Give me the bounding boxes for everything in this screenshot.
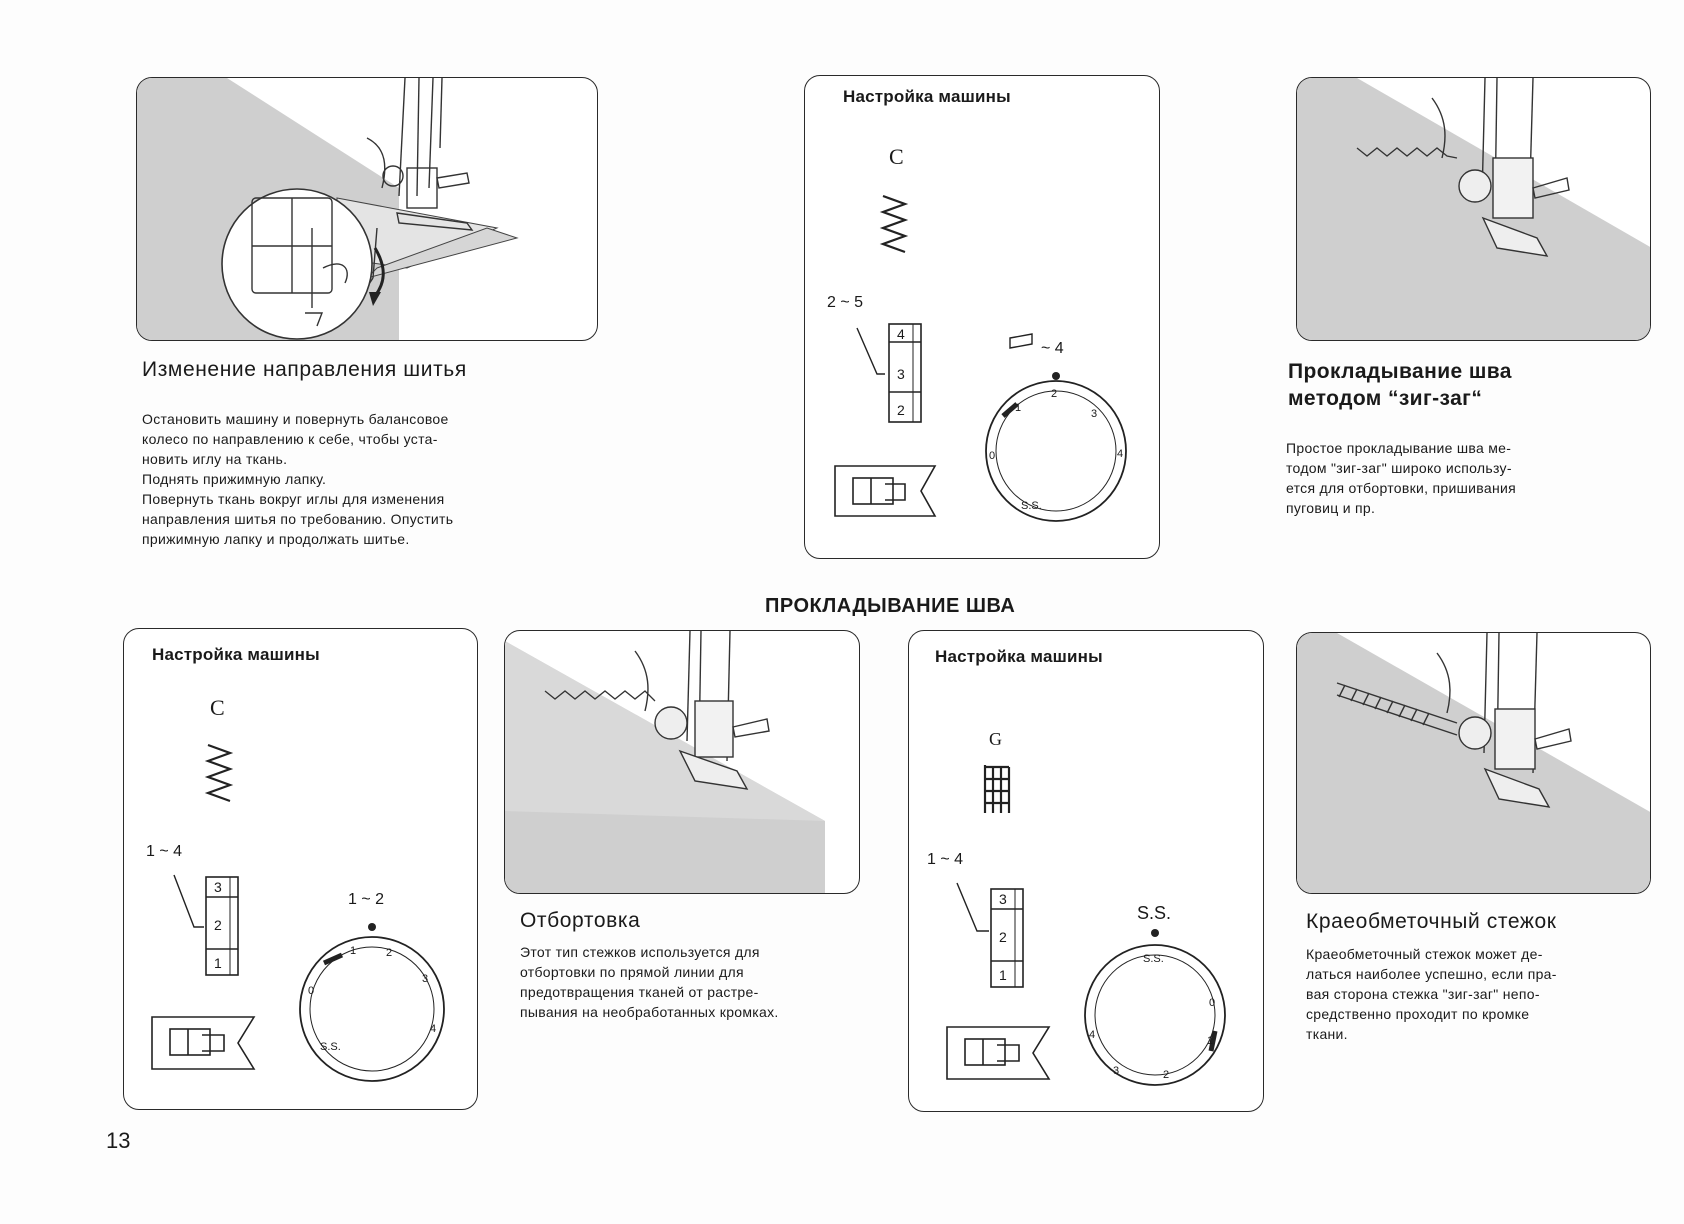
dial-mark-4: 4: [1089, 1029, 1096, 1041]
page-number: 13: [106, 1128, 131, 1153]
heading-zigzag-seam-line2: методом “зиг-заг“: [1288, 387, 1483, 410]
dial-mark-0: 0: [989, 450, 996, 462]
dial-mark-1: 1: [350, 945, 357, 957]
dial-mark-1: 1: [1015, 402, 1022, 414]
width-range-label: 1 ~ 4: [146, 843, 183, 860]
dial-mark-2: 2: [1163, 1069, 1170, 1081]
width-scale-3: 3: [999, 891, 1007, 907]
zigzag-pattern-icon: [204, 743, 234, 803]
illustration-changing-direction: [136, 77, 598, 341]
pattern-letter: G: [989, 729, 1002, 749]
sewing-machine-edging-drawing: [505, 631, 825, 893]
width-scale-3: 3: [897, 366, 905, 382]
dial-mark-0: 0: [308, 985, 315, 997]
stitch-length-dial-icon: [1084, 944, 1226, 1086]
setting-title: Настройка машины: [935, 647, 1103, 666]
illustration-zigzag-seam: [1296, 77, 1651, 341]
width-scale-3: 3: [214, 879, 222, 895]
width-scale-2: 2: [999, 929, 1007, 945]
heading-edging: Отбортовка: [520, 909, 641, 932]
width-scale-1: 1: [214, 955, 222, 971]
section-title: ПРОКЛАДЫВАНИЕ ШВА: [765, 595, 1016, 617]
heading-overcast-stitch: Краеобметочный стежок: [1306, 910, 1557, 933]
machine-setting-panel-top: Настройка машины C 2 ~ 5 ~ 4 4 3 2 0 1 2…: [804, 75, 1160, 559]
length-bar-icon: [1009, 333, 1033, 349]
paragraph-changing-direction: Остановить машину и повернуть балансовое…: [142, 411, 454, 547]
width-scale-1: 1: [999, 967, 1007, 983]
sewing-machine-overcast-drawing: [1297, 633, 1650, 893]
illustration-edging: [504, 630, 860, 894]
pattern-letter: C: [889, 144, 904, 169]
paragraph-overcast-stitch: Краеобметочный стежок может де- латься н…: [1306, 946, 1557, 1042]
width-scale-icon: [990, 888, 1024, 988]
setting-diagrams-bottom-1: [151, 743, 445, 1082]
machine-setting-panel-bottom-1: Настройка машины C 1 ~ 4 1 ~ 2 3 2 1 0 1…: [123, 628, 478, 1110]
setting-title: Настройка машины: [843, 87, 1011, 106]
dial-mark-3: 3: [1091, 408, 1098, 420]
heading-changing-direction: Изменение направления шитья: [142, 358, 467, 381]
paragraph-edging: Этот тип стежков используется для отборт…: [520, 944, 779, 1020]
dial-mark-4: 4: [1117, 448, 1124, 460]
width-scale-icon: [205, 876, 239, 976]
setting-diagrams-bottom-2: [946, 765, 1226, 1086]
heading-zigzag-seam-line1: Прокладывание шва: [1288, 360, 1512, 383]
dial-mark-1: 1: [1207, 1035, 1214, 1047]
presser-foot-icon: [151, 1016, 256, 1070]
dial-mark-2: 2: [386, 947, 393, 959]
sewing-machine-turn-fabric-drawing: [137, 78, 519, 340]
machine-setting-panel-bottom-2: Настройка машины G 1 ~ 4 S.S. 3 2 1 S.S: [908, 630, 1264, 1112]
paragraph-zigzag-seam: Простое прокладывание шва ме- тодом "зиг…: [1286, 440, 1516, 516]
dial-mark-3: 3: [1113, 1065, 1120, 1077]
setting-title: Настройка машины: [152, 645, 320, 664]
dial-mark-ss: S.S.: [320, 1041, 341, 1053]
presser-foot-icon: [946, 1026, 1051, 1080]
width-range-label: 2 ~ 5: [827, 294, 864, 311]
pattern-letter: C: [210, 695, 225, 720]
width-scale-2: 2: [214, 917, 222, 933]
sewing-machine-zigzag-drawing: [1297, 78, 1650, 340]
stitch-length-dial-icon: [299, 936, 445, 1082]
dial-mark-2: 2: [1051, 388, 1058, 400]
dial-mark-ss: S.S.: [1021, 500, 1042, 512]
overcast-pattern-icon: [983, 765, 1011, 813]
width-range-label: 1 ~ 4: [927, 851, 964, 868]
width-scale-2: 2: [897, 402, 905, 418]
length-range-label: ~ 4: [1041, 340, 1064, 357]
setting-diagrams-top: [834, 194, 1127, 522]
dial-mark-0: 0: [1209, 997, 1216, 1009]
zigzag-pattern-icon: [879, 194, 909, 254]
dial-mark-ss: S.S.: [1143, 953, 1164, 965]
length-range-label: S.S.: [1137, 903, 1172, 923]
stitch-length-dial-icon: [985, 380, 1127, 522]
width-scale-4: 4: [897, 326, 905, 342]
illustration-overcast-stitch: [1296, 632, 1651, 894]
dial-mark-3: 3: [422, 973, 429, 985]
dial-mark-4: 4: [430, 1023, 437, 1035]
presser-foot-icon: [834, 465, 937, 517]
length-range-label: 1 ~ 2: [348, 891, 385, 908]
width-scale-icon: [888, 323, 922, 423]
